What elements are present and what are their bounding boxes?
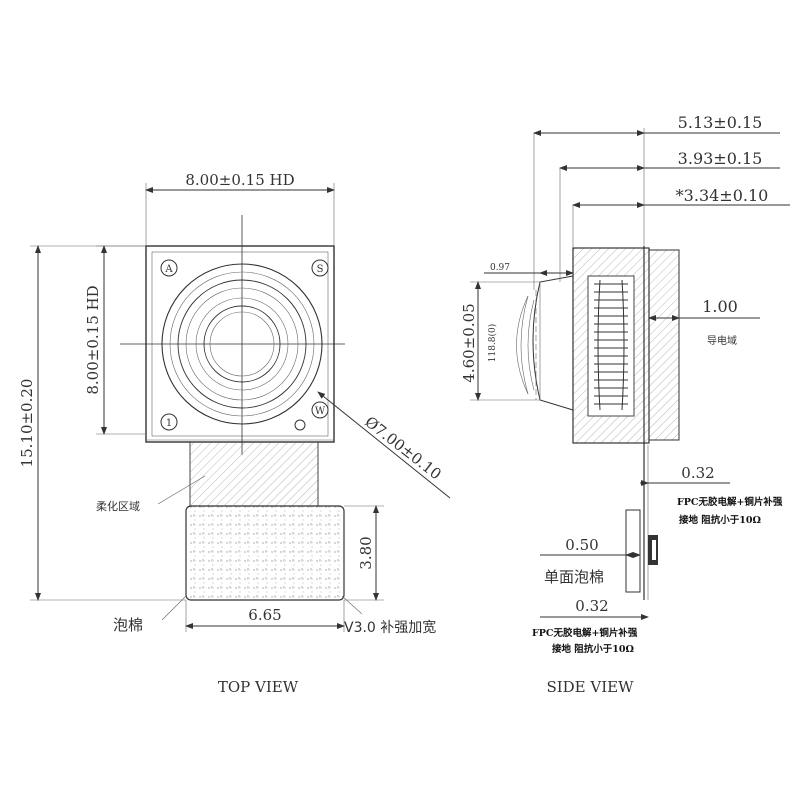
dim-side-small: 0.97: [490, 263, 510, 273]
marker-1-icon: 1: [160, 413, 178, 431]
dim-height-left: 8.00±0.15 HD: [84, 285, 102, 394]
note-lower-line1: FPC无胶电解+铜片补强: [532, 627, 638, 639]
dim-fpc-lower: 0.32: [575, 597, 608, 615]
marker-s-label: S: [317, 264, 324, 275]
label-foam-single: 单面泡棉: [544, 568, 604, 586]
dim-lens-diameter: Ø7.00±0.10: [361, 413, 444, 484]
flex-zone: [189, 441, 319, 507]
side-pcb: [648, 249, 680, 441]
side-view: 5.13±0.15 3.93±0.15 *3.34±0.10 1.00 导电域 …: [460, 113, 790, 696]
note-upper-line2: 接地 阻抗小于10Ω: [679, 514, 762, 526]
side-view-caption: SIDE VIEW: [546, 678, 634, 696]
dim-side-mid: 3.93±0.15: [678, 149, 763, 168]
marker-w-icon: W: [311, 401, 329, 419]
dim-side-angle: 118.8(0): [487, 324, 498, 363]
lens-front: [532, 275, 574, 411]
dim-fpc-upper: 0.32: [681, 464, 714, 482]
dim-side-thickness: 1.00: [702, 297, 738, 316]
side-stiffener: [625, 509, 641, 593]
note-upper-line1: FPC无胶电解+铜片补强: [677, 496, 783, 508]
dim-width-top: 8.00±0.15 HD: [185, 171, 294, 189]
dim-side-total: 5.13±0.15: [678, 113, 763, 132]
dim-side-lens-height: 4.60±0.05: [460, 303, 478, 382]
lens-assembly: [161, 263, 323, 425]
label-conductive: 导电域: [707, 334, 737, 347]
marker-s-icon: S: [311, 259, 329, 277]
label-foam: 泡棉: [113, 616, 143, 634]
mount-hole-icon: [294, 419, 306, 431]
stiffener-board: [185, 505, 345, 601]
label-stiffener: V3.0 补强加宽: [344, 619, 436, 636]
dim-side-lens: *3.34±0.10: [676, 186, 769, 205]
dim-total-height: 15.10±0.20: [18, 379, 36, 468]
marker-a-label: A: [164, 264, 173, 275]
dim-stiffener-width: 6.65: [248, 606, 281, 624]
dim-stiffener-height: 3.80: [357, 536, 375, 569]
top-view-caption: TOP VIEW: [218, 678, 299, 696]
label-flex-zone: 柔化区域: [96, 499, 140, 513]
marker-w-label: W: [315, 406, 326, 417]
lens-threads: [594, 279, 628, 411]
marker-a-icon: A: [160, 259, 178, 277]
marker-1-label: 1: [166, 418, 172, 429]
top-view: A S 1 W 8.00±0.15 HD 8.00±0.15 HD: [18, 171, 451, 696]
note-lower-line2: 接地 阻抗小于10Ω: [552, 643, 635, 655]
dim-foam: 0.50: [565, 536, 598, 554]
